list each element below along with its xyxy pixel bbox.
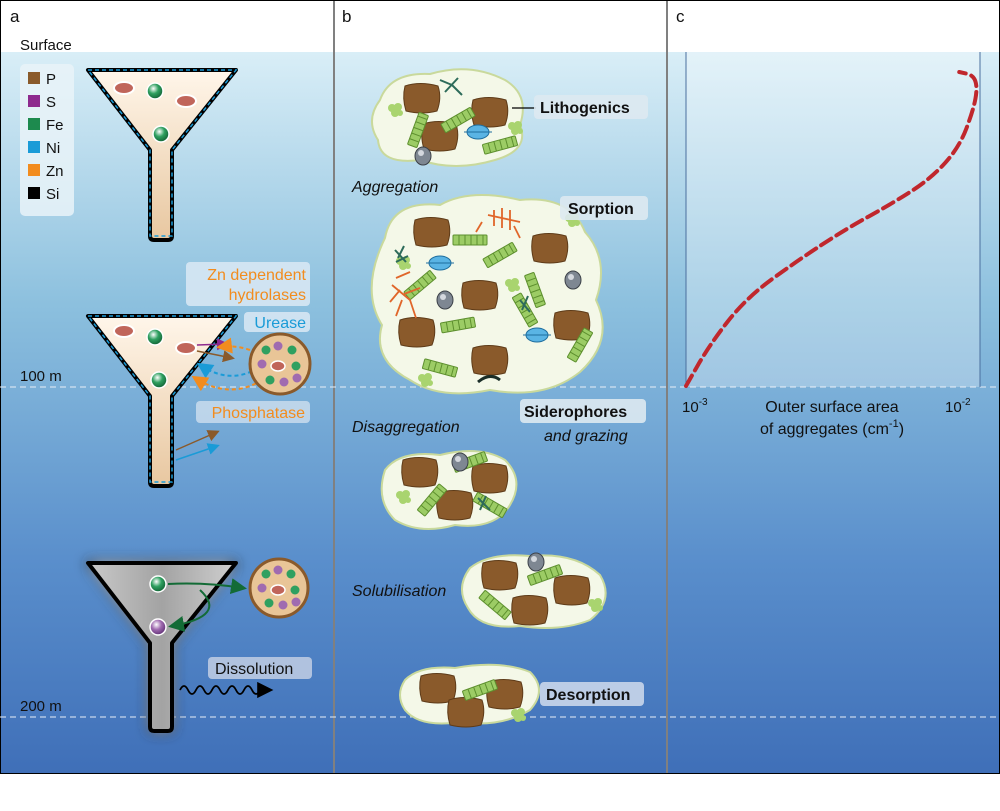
legend-swatch-zn xyxy=(28,164,40,176)
legend-swatch-p xyxy=(28,72,40,84)
x-axis-label-1: Outer surface area xyxy=(765,399,899,416)
funnel-middle xyxy=(86,314,238,488)
urease-label: Urease xyxy=(254,315,306,332)
legend-swatch-fe xyxy=(28,118,40,130)
legend-label-s: S xyxy=(46,94,56,111)
surface-area-chart xyxy=(684,52,981,388)
zn-hydrolases-label-1: Zn dependent xyxy=(207,267,306,284)
aggregate-solubilisation xyxy=(461,552,607,629)
aggregate-lithogenics xyxy=(371,68,524,167)
x-tick-max: 10-2 xyxy=(945,397,971,416)
funnel-surface xyxy=(86,68,238,242)
panel-b-letter: b xyxy=(342,7,351,26)
legend-label-zn: Zn xyxy=(46,163,64,180)
aggregate-disaggregation xyxy=(380,450,518,530)
lithogenics-label: Lithogenics xyxy=(540,100,630,117)
sorption-label: Sorption xyxy=(568,201,634,218)
legend-label-p: P xyxy=(46,71,56,88)
legend-label-fe: Fe xyxy=(46,117,64,134)
aggregation-label: Aggregation xyxy=(351,179,438,196)
solubilisation-label: Solubilisation xyxy=(352,583,446,600)
x-axis-label-2: of aggregates (cm-1) xyxy=(760,418,904,438)
legend-swatch-ni xyxy=(28,141,40,153)
legend-swatch-si xyxy=(28,187,40,199)
desorption-label: Desorption xyxy=(546,687,630,704)
disaggregation-label: Disaggregation xyxy=(352,419,460,436)
panel-c-letter: c xyxy=(676,7,685,26)
surface-label: Surface xyxy=(20,37,72,54)
legend-label-si: Si xyxy=(46,186,59,203)
organic-matter-sphere-2 xyxy=(248,557,310,619)
siderophores-label: Siderophores xyxy=(524,404,627,421)
depth-label-100: 100 m xyxy=(20,368,62,385)
zn-hydrolases-label-2: hydrolases xyxy=(229,287,306,304)
surface-area-curve xyxy=(684,70,979,388)
x-tick-min: 10-3 xyxy=(682,397,708,416)
aggregate-desorption xyxy=(399,663,540,728)
depth-label-200: 200 m xyxy=(20,698,62,715)
phosphatase-label: Phosphatase xyxy=(212,405,306,422)
dissolution-label: Dissolution xyxy=(215,661,293,678)
and-grazing-label: and grazing xyxy=(544,428,628,445)
aggregate-sorption xyxy=(370,194,604,395)
legend-label-ni: Ni xyxy=(46,140,60,157)
funnel-deep xyxy=(86,561,238,733)
organic-matter-sphere-1 xyxy=(248,332,312,396)
legend-swatch-s xyxy=(28,95,40,107)
panel-a-letter: a xyxy=(10,7,20,26)
